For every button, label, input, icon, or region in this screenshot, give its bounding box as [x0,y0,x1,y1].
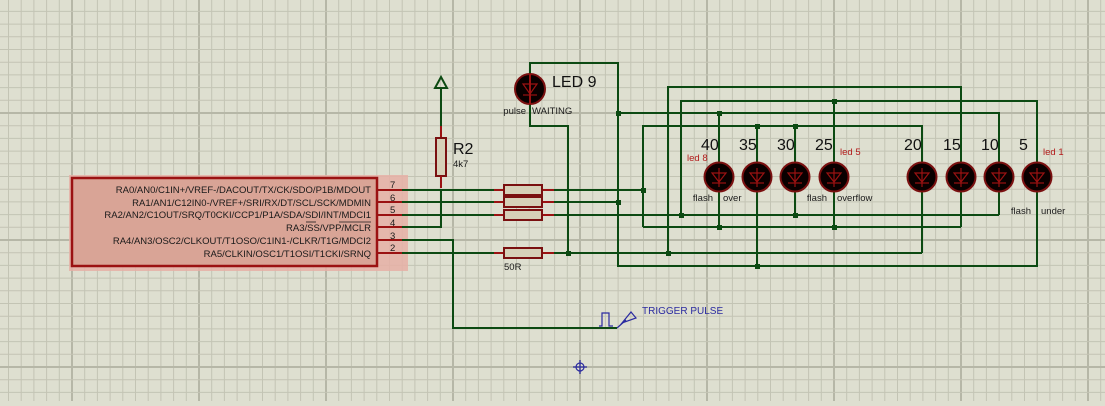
led-label: flash [1011,206,1031,217]
led-value: 25 [815,137,833,154]
resistor-value: 50R [504,262,522,273]
pin-name: RA0/AN0/C1IN+/VREF-/DACOUT/TX/CK/SDO/P1B… [116,185,371,196]
led-ref: led 1 [1043,147,1064,158]
microcontroller[interactable]: RA0/AN0/C1IN+/VREF-/DACOUT/TX/CK/SDO/P1B… [69,175,408,271]
pulse-icon [599,312,613,327]
pin-number: 2 [390,243,395,254]
pin-name: RA2/AN2/C1OUT/SRQ/T0CKI/CCP1/P1A/SDA/SDI… [104,210,371,221]
diode-icon [990,172,1008,183]
diode-icon [1028,172,1046,183]
led-label: flash [693,193,713,204]
led-ref: led 5 [840,147,861,158]
led[interactable] [741,161,773,193]
diode-icon [710,172,728,183]
diode-icon [748,172,766,183]
led[interactable] [983,161,1015,193]
led-label: over [723,193,741,204]
led[interactable] [1021,161,1053,193]
r2-ref: R2 [453,141,474,158]
pin-name: RA4/AN3/OSC2/CLKOUT/T1OSO/C1IN1-/CLKR/T1… [113,236,371,247]
resistor[interactable] [503,209,543,221]
power-terminal-icon[interactable] [433,74,449,89]
diode-icon [825,172,843,183]
led-value: 20 [904,137,922,154]
led-value: 30 [777,137,795,154]
pin-name: RA3/SS/VPP/MCLR [286,223,371,234]
resistor-bank[interactable]: 50R [494,184,554,273]
trigger-generator[interactable]: TRIGGER PULSE [599,306,723,329]
led9-label-left: pulse [503,106,526,117]
pin-leads [377,189,402,254]
resistor[interactable] [503,184,543,196]
junctions [566,99,837,269]
resistor-r2[interactable] [435,137,447,177]
diode-icon [952,172,970,183]
pin-number: 3 [390,231,395,242]
resistor[interactable] [503,196,543,208]
led-label: flash [807,193,827,204]
led-value: 35 [739,137,757,154]
wires[interactable] [402,62,1038,329]
led-label: under [1041,206,1065,217]
led-9[interactable]: LED 9 pulse WAITING [503,73,597,117]
led[interactable] [779,161,811,193]
diode-icon [786,172,804,183]
pin-number: 4 [390,218,395,229]
diode-icon [521,83,539,96]
pin-number: 7 [390,180,395,191]
led9-ref: LED 9 [552,74,597,91]
led[interactable] [703,161,735,193]
led[interactable] [818,161,850,193]
generator-terminal-icon[interactable] [620,311,638,325]
led-ref: led 8 [687,153,708,164]
r2-pullup[interactable]: R2 4k7 [433,74,474,188]
pin-number: 6 [390,193,395,204]
pin-name: RA1/AN1/C12IN0-/VREF+/SRI/RX/DT/SCL/SCK/… [132,198,371,209]
led-value: 5 [1019,137,1028,154]
resistor-50r[interactable] [503,247,543,259]
led[interactable] [906,161,938,193]
crosshair-cursor-icon [573,360,587,374]
pin-number: 5 [390,205,395,216]
r2-value: 4k7 [453,159,468,170]
trigger-label: TRIGGER PULSE [642,306,723,317]
chip-body[interactable] [70,176,379,268]
led-value: 10 [981,137,999,154]
led[interactable] [945,161,977,193]
led-value: 40 [701,137,719,154]
led-value: 15 [943,137,961,154]
diode-icon [913,172,931,183]
led9-label-right: WAITING [532,106,572,117]
led-label: overflow [837,193,873,204]
pin-name: RA5/CLKIN/OSC1/T1OSI/T1CKI/SRNQ [204,249,371,260]
